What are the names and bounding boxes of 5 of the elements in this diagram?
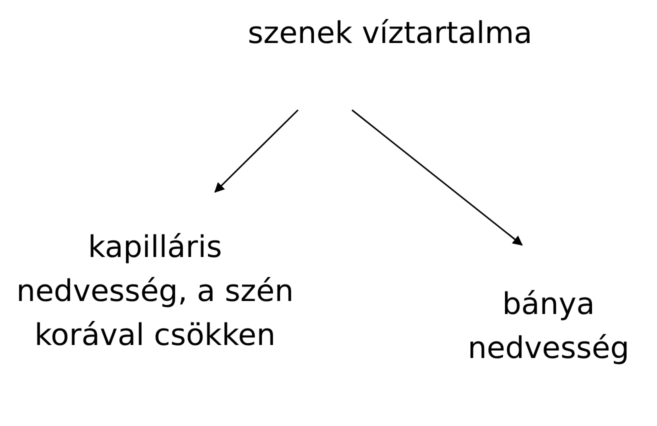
arrow: [352, 109, 523, 246]
node-label: kapilláris nedvesség, a szén korával csökken: [15, 229, 295, 355]
node-label: bánya nedvesség: [466, 286, 630, 368]
arrow: [214, 109, 299, 193]
node-label: szenek víztartalma: [248, 15, 532, 53]
